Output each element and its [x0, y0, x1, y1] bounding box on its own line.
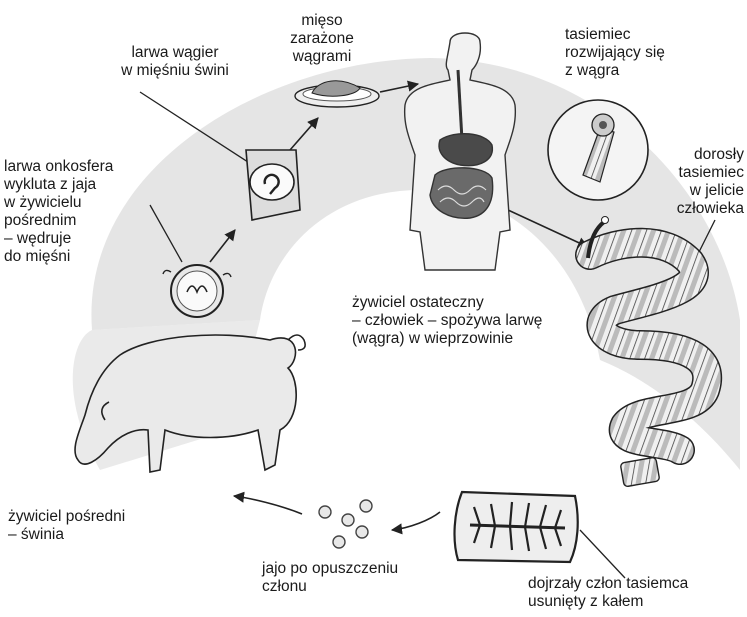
- cysticercus-icon: [246, 150, 300, 220]
- label-onchosphere: larwa onkosfera wykluta z jaja w żywicie…: [4, 158, 174, 266]
- label-definitive-host: żywiciel ostateczny – człowiek – spożywa…: [352, 294, 572, 348]
- adult-tapeworm-icon: [588, 217, 707, 487]
- arrow-segment-to-eggs: [392, 512, 440, 530]
- tapeworm-scolex-icon: [548, 100, 648, 200]
- arrow-eggs-to-pig: [234, 496, 302, 514]
- label-egg: jajo po opuszczeniu członu: [262, 560, 432, 596]
- pointer-segment: [580, 530, 625, 578]
- label-segment: dojrzały człon tasiemca usunięty z kałem: [528, 575, 743, 611]
- label-adult: dorosły tasiemiec w jelicie człowieka: [664, 146, 744, 218]
- label-intermediate-host: żywiciel pośredni – świnia: [8, 508, 178, 544]
- label-meat: mięso zarażone wągrami: [282, 12, 362, 66]
- label-tapeworm-from-wagier: tasiemiec rozwijający się z wągra: [565, 26, 705, 80]
- eggs-icon: [319, 500, 372, 548]
- proglottid-icon: [455, 492, 578, 562]
- label-wagier: larwa wągier w mięśniu świni: [110, 44, 240, 80]
